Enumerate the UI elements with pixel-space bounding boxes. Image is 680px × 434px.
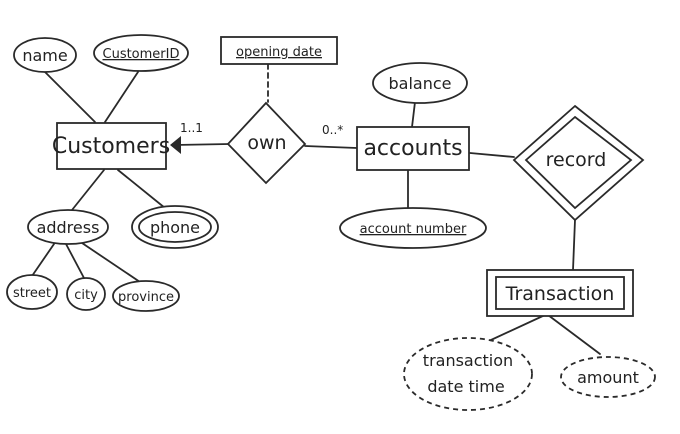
- relationship-own-label: own: [247, 132, 286, 154]
- attribute-balance-ellipse: [372, 62, 468, 104]
- attribute-customer-id-ellipse: [93, 34, 189, 72]
- entity-customers[interactable]: Customers: [52, 122, 170, 170]
- attribute-street[interactable]: street: [6, 274, 58, 310]
- attribute-province[interactable]: province: [112, 280, 180, 312]
- relationship-record-label: record: [546, 149, 607, 171]
- attribute-province-ellipse: [112, 280, 180, 312]
- line-balance-accounts: [411, 101, 416, 128]
- attribute-account-number-ellipse: [339, 207, 487, 249]
- attribute-name-label: name: [22, 46, 67, 65]
- attribute-phone-label: phone: [150, 218, 200, 237]
- attribute-transaction-datetime[interactable]: transaction date time: [403, 337, 533, 411]
- attribute-address-label: address: [37, 218, 100, 237]
- entity-customers-label: Customers: [52, 134, 170, 159]
- attribute-street-label: street: [13, 286, 51, 301]
- attribute-address[interactable]: address: [27, 209, 109, 245]
- attribute-name[interactable]: name: [13, 37, 77, 73]
- line-customerid-customers: [104, 71, 139, 123]
- attribute-amount-ellipse: [560, 356, 656, 398]
- attribute-opening-date-label: opening date: [236, 45, 322, 60]
- attribute-opening-date[interactable]: opening date: [220, 36, 338, 65]
- line-name-customers: [44, 71, 96, 123]
- attribute-balance[interactable]: balance: [372, 62, 468, 104]
- line-own-accounts: [304, 145, 358, 149]
- attribute-phone[interactable]: phone: [131, 205, 219, 249]
- relationship-record[interactable]: record: [512, 104, 645, 222]
- connector-lines: [31, 63, 601, 355]
- line-customers-own: [173, 143, 231, 146]
- relationship-own-diamond: [226, 101, 307, 185]
- attribute-account-number-label: account number: [360, 222, 467, 237]
- attribute-phone-inner-ellipse: [138, 211, 212, 243]
- line-address-province: [81, 242, 141, 283]
- attribute-city-ellipse: [66, 277, 106, 311]
- line-transaction-amount: [547, 314, 601, 355]
- line-address-street: [31, 243, 55, 277]
- attribute-name-ellipse: [13, 37, 77, 73]
- attribute-city[interactable]: city: [66, 277, 106, 311]
- attribute-balance-label: balance: [389, 74, 452, 93]
- entity-accounts[interactable]: accounts: [356, 126, 470, 171]
- entity-accounts-label: accounts: [363, 136, 462, 161]
- entity-customers-box: [56, 122, 167, 170]
- attribute-address-ellipse: [27, 209, 109, 245]
- attribute-customer-id[interactable]: CustomerID: [93, 34, 189, 72]
- attribute-transaction-datetime-label-line1: transaction: [423, 351, 513, 370]
- cardinality-customers: 1..1: [180, 121, 203, 135]
- entity-accounts-box: [356, 126, 470, 171]
- line-address-city: [65, 243, 85, 279]
- attribute-amount-label: amount: [577, 368, 639, 387]
- line-accounts-record: [469, 152, 515, 158]
- entity-transaction[interactable]: Transaction: [486, 269, 634, 317]
- arrowhead-icon: [170, 136, 181, 154]
- line-record-transaction: [572, 219, 576, 271]
- line-customers-address: [71, 169, 105, 211]
- entity-transaction-inner-box: [495, 276, 625, 310]
- attribute-amount[interactable]: amount: [560, 356, 656, 398]
- attribute-transaction-datetime-label-line2: date time: [427, 377, 504, 396]
- relationship-own[interactable]: own: [226, 101, 307, 185]
- attribute-street-ellipse: [6, 274, 58, 310]
- entity-transaction-label: Transaction: [505, 283, 615, 305]
- attribute-account-number[interactable]: account number: [339, 207, 487, 249]
- attribute-province-label: province: [118, 290, 174, 305]
- cardinality-accounts: 0..*: [322, 123, 343, 137]
- attribute-transaction-datetime-ellipse: [403, 337, 533, 411]
- attribute-opening-date-box: [220, 36, 338, 65]
- attribute-city-label: city: [74, 288, 98, 303]
- relationship-record-inner-diamond: [524, 115, 633, 210]
- line-customers-phone: [117, 169, 166, 209]
- attribute-customer-id-label: CustomerID: [103, 47, 180, 62]
